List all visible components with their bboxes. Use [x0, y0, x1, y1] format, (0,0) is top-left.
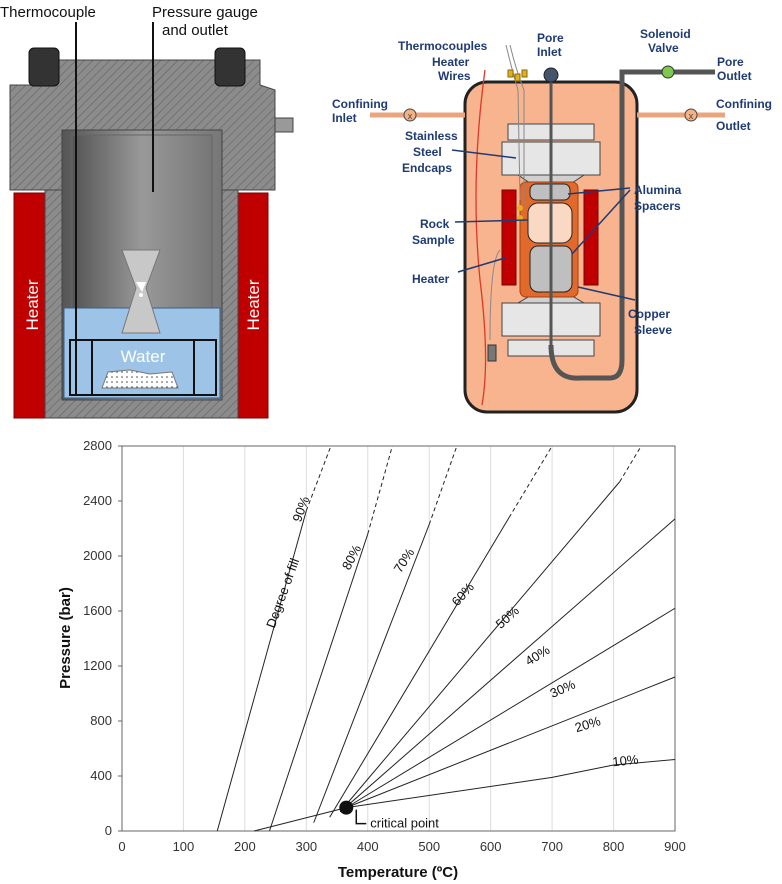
fill-curve-extrapolated	[367, 445, 393, 535]
alumina-label-1: Alumina	[634, 183, 682, 197]
water-label: Water	[121, 347, 166, 366]
copper-label-1: Copper	[628, 307, 670, 321]
y-tick-label: 2800	[83, 438, 112, 453]
curve-label: 90%	[289, 494, 312, 524]
critical-point-marker	[339, 800, 354, 815]
curve-label: 70%	[391, 545, 418, 575]
svg-text:x: x	[408, 111, 413, 121]
hourglass	[121, 249, 161, 334]
fill-curve-50	[339, 481, 621, 813]
degree-of-fill-label: Degree of fill	[263, 556, 302, 630]
y-tick-label: 0	[105, 823, 112, 838]
rock-label-1: Rock	[420, 217, 450, 231]
heater-left-block	[501, 189, 517, 286]
x-tick-label: 700	[541, 839, 563, 854]
pore-outlet-label-2: Outlet	[717, 69, 752, 83]
x-tick-label: 500	[418, 839, 440, 854]
fill-curve-extrapolated	[508, 445, 553, 518]
confining-outlet-valve	[684, 108, 698, 122]
x-tick-label: 400	[357, 839, 379, 854]
curve-label: 20%	[573, 713, 603, 735]
fill-curve-extrapolated	[619, 445, 642, 483]
fill-curve-90	[216, 510, 307, 832]
x-axis-label: Temperature (ºC)	[338, 864, 458, 881]
alumina-label-2: Spacers	[634, 199, 681, 213]
x-tick-label: 900	[664, 839, 686, 854]
fill-curve-extrapolated	[428, 445, 458, 525]
heater-right-block	[583, 189, 599, 286]
heater-left-label: Heater	[23, 279, 42, 330]
pore-inlet-label-1: Pore	[537, 31, 564, 45]
fill-curve-60	[329, 517, 510, 818]
confining-inlet-label-1: Confining	[332, 97, 388, 111]
fill-curve-30	[346, 607, 676, 809]
y-axis-label: Pressure (bar)	[57, 587, 74, 689]
critical-point-label: critical point	[370, 816, 439, 831]
heater-right-label: Heater	[244, 279, 263, 330]
plot-frame	[121, 445, 676, 832]
x-tick-label: 0	[118, 839, 125, 854]
fill-curve-10	[346, 759, 676, 809]
x-tick-label: 800	[603, 839, 625, 854]
pressure-temperature-chart: 0 100 200 300 400 500 600 700 800 900 0 400 800 1200 1…	[57, 438, 686, 881]
bolt-left	[28, 47, 60, 87]
bolt-right	[214, 47, 246, 87]
confining-outlet-label-2: Outlet	[716, 119, 751, 133]
y-tick-label: 1600	[83, 603, 112, 618]
pore-outlet-label-1: Pore	[717, 55, 744, 69]
x-tick-label: 300	[295, 839, 317, 854]
solenoid-valve	[661, 65, 675, 79]
thermocouples-label: Thermocouples	[398, 39, 488, 53]
fill-curve-base	[253, 807, 347, 832]
y-tick-label: 400	[90, 768, 112, 783]
y-tick-label: 800	[90, 713, 112, 728]
fill-curve-80	[268, 533, 369, 832]
pressure-gauge-label: Pressure gauge	[152, 4, 258, 21]
solenoid-label-1: Solenoid	[640, 27, 691, 41]
endcaps-label-1: Stainless	[405, 129, 458, 143]
autoclave-diagram: Thermocouple Pressure gauge and outlet H…	[0, 4, 294, 419]
fill-curve-20	[346, 676, 676, 809]
x-tick-label: 600	[480, 839, 502, 854]
fill-curve-extrapolated	[305, 445, 332, 511]
outlet-label: and outlet	[162, 22, 229, 39]
rock-label-2: Sample	[412, 233, 455, 247]
solenoid-label-2: Valve	[648, 41, 679, 55]
copper-label-2: Sleeve	[634, 323, 672, 337]
pore-inlet-label-2: Inlet	[537, 45, 562, 59]
confining-outlet-label-1: Confining	[716, 97, 772, 111]
sample-pile	[101, 369, 179, 389]
curve-label: 10%	[612, 752, 640, 770]
thermocouple-label: Thermocouple	[0, 4, 96, 21]
heater-wire	[475, 69, 487, 406]
confining-inlet-valve	[403, 108, 417, 122]
triaxial-cell-diagram: x x Thermocouples Heater Wires Pore Inle…	[332, 27, 772, 414]
heater-wires-label-1: Heater	[432, 55, 470, 69]
fill-curve-70	[313, 524, 430, 823]
fill-curve-40	[344, 518, 676, 809]
endcaps-label-3: Endcaps	[402, 161, 452, 175]
y-tick-label: 1200	[83, 658, 112, 673]
x-tick-label: 100	[173, 839, 195, 854]
heater-wires-label-2: Wires	[438, 69, 471, 83]
confining-inlet-label-2: Inlet	[332, 111, 357, 125]
x-tick-label: 200	[234, 839, 256, 854]
heater-right	[234, 192, 269, 419]
heater-label: Heater	[412, 272, 450, 286]
critical-point-arrow	[355, 809, 367, 825]
heater-left	[13, 192, 48, 419]
curve-label: 40%	[522, 642, 552, 669]
pore-inlet-valve	[543, 67, 559, 83]
y-tick-label: 2000	[83, 548, 112, 563]
endcaps-label-2: Steel	[413, 145, 442, 159]
y-tick-label: 2400	[83, 493, 112, 508]
curve-label: 60%	[448, 579, 477, 609]
svg-text:x: x	[689, 111, 694, 121]
